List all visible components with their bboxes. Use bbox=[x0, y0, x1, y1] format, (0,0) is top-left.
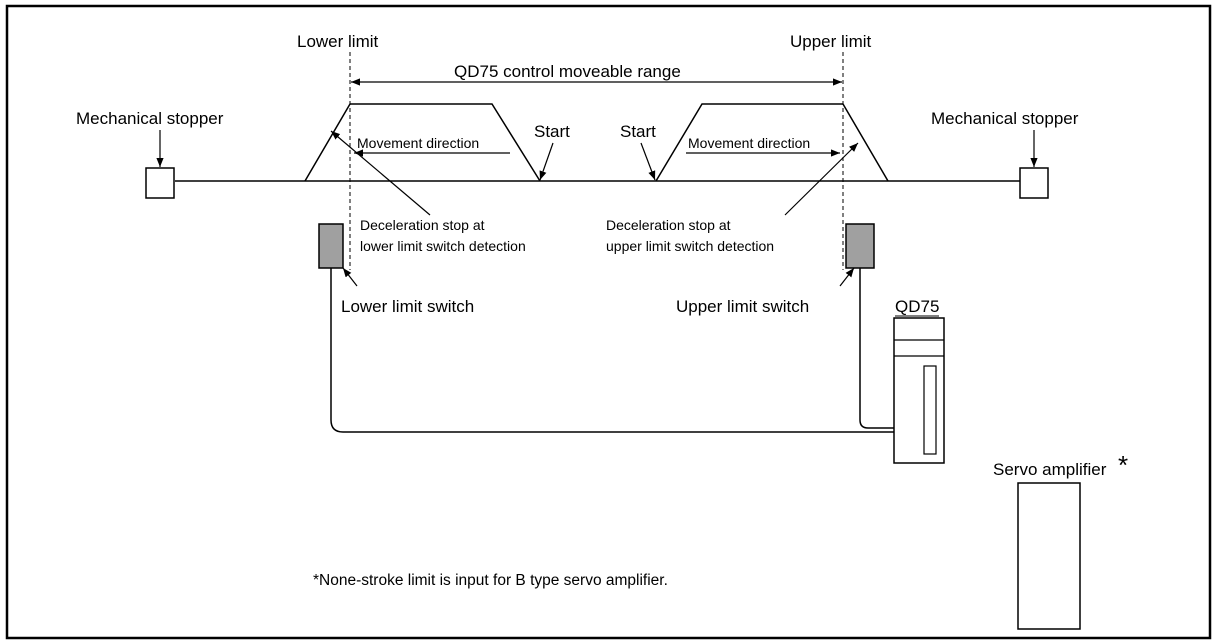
footnote: *None-stroke limit is input for B type s… bbox=[313, 572, 668, 589]
lower-limit-switch bbox=[318, 223, 344, 269]
mechanical-stopper-right-label: Mechanical stopper bbox=[931, 109, 1079, 128]
movement-right-label: Movement direction bbox=[688, 135, 810, 151]
lower-switch-arrow bbox=[342, 267, 358, 287]
range-label: QD75 control moveable range bbox=[454, 62, 681, 81]
decel-upper-arrow bbox=[784, 142, 859, 216]
upper-limit-switch bbox=[845, 223, 875, 269]
qd75-label: QD75 bbox=[895, 297, 939, 316]
start-right-arrow bbox=[640, 142, 656, 181]
mechanical-stopper-right bbox=[1019, 167, 1049, 199]
servo-amplifier-star: * bbox=[1118, 450, 1128, 480]
right-speed-profile bbox=[655, 103, 889, 182]
upper-limit-switch-label: Upper limit switch bbox=[676, 297, 809, 316]
lower-limit-switch-label: Lower limit switch bbox=[341, 297, 474, 316]
upper-limit-label: Upper limit bbox=[790, 32, 872, 51]
upper-switch-wire bbox=[859, 268, 929, 429]
decel-lower-arrow bbox=[330, 130, 431, 216]
diagram-border bbox=[5, 4, 1212, 640]
left-speed-profile bbox=[304, 103, 541, 182]
decel-lower-line2: lower limit switch detection bbox=[360, 238, 526, 254]
mechanical-stopper-left-label: Mechanical stopper bbox=[76, 109, 224, 128]
decel-upper-line2: upper limit switch detection bbox=[606, 238, 774, 254]
lower-switch-wire bbox=[330, 268, 929, 433]
start-left-label: Start bbox=[534, 122, 570, 141]
servo-amplifier-label: Servo amplifier bbox=[993, 460, 1107, 479]
qd75-connector bbox=[923, 365, 937, 455]
movement-left-label: Movement direction bbox=[357, 135, 479, 151]
decel-upper-line1: Deceleration stop at bbox=[606, 217, 731, 233]
servo-amplifier-box bbox=[1017, 482, 1081, 630]
mechanical-stopper-left bbox=[145, 167, 175, 199]
lower-limit-label: Lower limit bbox=[297, 32, 379, 51]
upper-switch-arrow bbox=[839, 267, 855, 287]
start-left-arrow bbox=[539, 142, 554, 181]
start-right-label: Start bbox=[620, 122, 656, 141]
decel-lower-line1: Deceleration stop at bbox=[360, 217, 485, 233]
